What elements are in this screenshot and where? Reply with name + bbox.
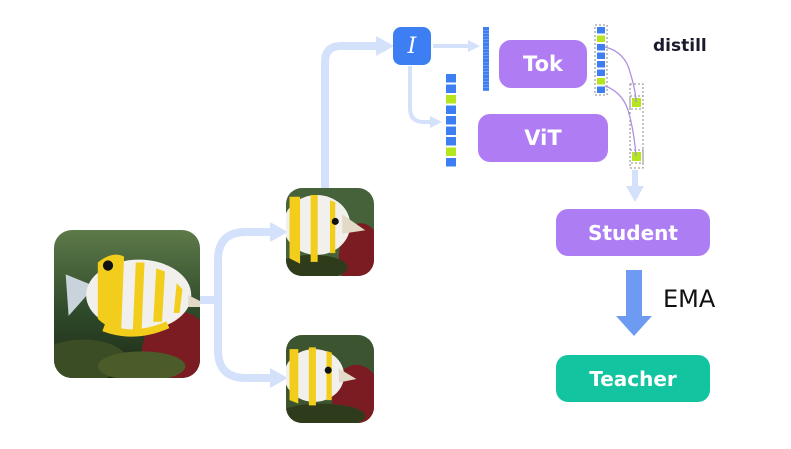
visual-token <box>483 62 489 66</box>
arrow-head-tok <box>468 40 480 52</box>
visual-token <box>483 78 489 82</box>
visual-token <box>483 71 489 75</box>
visual-token <box>483 68 489 72</box>
visual-token <box>446 158 456 167</box>
student-pred-column-outline <box>629 83 644 169</box>
vit-block: ViT <box>478 114 608 162</box>
visual-token <box>483 49 489 53</box>
visual-token <box>597 69 605 76</box>
arrow-head-vit <box>430 116 442 128</box>
distill-curve-2 <box>604 85 637 157</box>
visual-token <box>597 44 605 51</box>
visual-token <box>483 81 489 85</box>
distill-curve-1 <box>604 46 637 103</box>
masked-token <box>632 152 641 161</box>
arrow-head-student <box>626 186 644 202</box>
visual-token <box>483 33 489 37</box>
visual-token <box>446 74 456 83</box>
input-to-vit-arrow <box>408 66 432 124</box>
student-pred-tokens-2 <box>629 149 644 164</box>
visual-token <box>446 137 456 146</box>
arrow-head-input <box>376 36 394 56</box>
visual-token <box>483 65 489 69</box>
fork-connector <box>196 228 276 382</box>
tok-output-tokens <box>483 27 489 91</box>
masked-token <box>597 35 605 42</box>
arrow-head-crop2 <box>270 368 288 388</box>
masked-token <box>597 78 605 85</box>
visual-token <box>483 27 489 30</box>
visual-token <box>483 87 489 91</box>
student-pred-tokens <box>629 95 644 110</box>
tok-target-tokens-outline <box>594 24 608 96</box>
visual-token <box>446 116 456 125</box>
ema-arrow-shaft <box>626 270 642 318</box>
visual-token <box>483 43 489 46</box>
visual-token <box>597 61 605 68</box>
student-block: Student <box>556 209 710 256</box>
masked-token <box>446 147 456 156</box>
visual-token <box>483 75 489 78</box>
fish-photo-crop1 <box>286 188 374 276</box>
ema-label: EMA <box>663 285 716 313</box>
visual-token <box>483 84 489 88</box>
teacher-block: Teacher <box>556 355 710 402</box>
visual-token <box>446 84 456 93</box>
visual-token <box>483 39 489 43</box>
visual-token <box>483 52 489 56</box>
visual-token <box>446 105 456 114</box>
masked-token <box>632 98 641 107</box>
tok-target-tokens <box>594 24 608 96</box>
visual-token <box>483 59 489 62</box>
arrow-head-crop1 <box>270 222 288 242</box>
fish-photo-main <box>54 230 200 378</box>
masked-token <box>446 95 456 104</box>
visual-token <box>483 46 489 50</box>
original-image <box>54 230 200 378</box>
student-pred-tokens-outline <box>629 95 644 110</box>
visual-token <box>597 86 605 93</box>
crop-image-1 <box>286 188 374 276</box>
visual-token <box>446 126 456 135</box>
visual-token <box>483 55 489 59</box>
ema-arrow-head <box>616 316 652 336</box>
visual-token <box>483 36 489 40</box>
input-image-symbol: I <box>393 27 431 65</box>
crop-to-input-arrow <box>321 42 382 192</box>
visual-token <box>483 30 489 34</box>
distill-label: distill <box>653 36 707 56</box>
visual-token <box>597 52 605 59</box>
crop-image-2 <box>286 335 374 423</box>
visual-token <box>597 27 605 34</box>
tokenizer-block: Tok <box>499 40 587 88</box>
vit-input-tokens <box>446 74 456 167</box>
fish-photo-crop2 <box>286 335 374 423</box>
